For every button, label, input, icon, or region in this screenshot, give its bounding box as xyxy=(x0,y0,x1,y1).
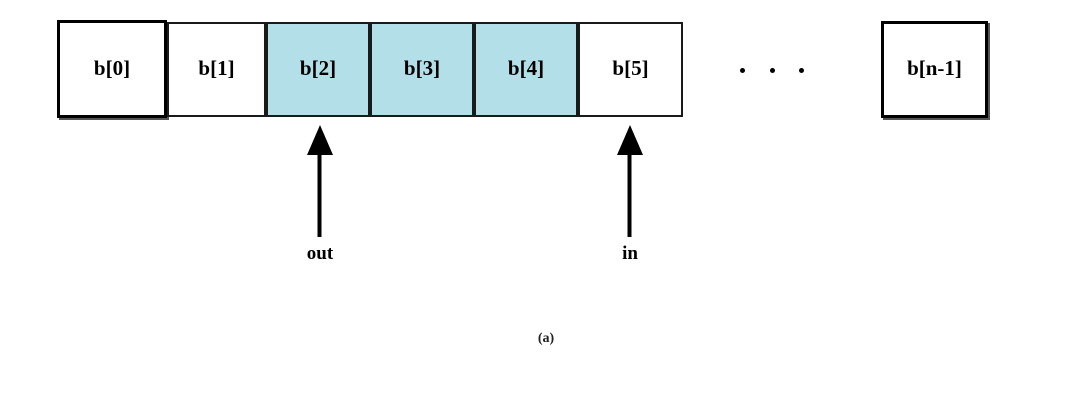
pointer-in-label: in xyxy=(570,244,690,263)
buffer-cell-label: b[n-1] xyxy=(907,56,962,80)
pointer-out-label: out xyxy=(260,244,380,263)
pointer-label-text: out xyxy=(306,243,334,264)
ellipsis-dot xyxy=(769,67,775,73)
ellipsis-dot xyxy=(740,67,745,73)
buffer-ellipsis xyxy=(740,60,804,80)
buffer-cell-2: b[2] xyxy=(266,22,370,117)
buffer-cell-label: b[1] xyxy=(198,56,235,80)
buffer-cell-1: b[1] xyxy=(167,22,266,117)
arrow-up-icon xyxy=(617,125,643,237)
buffer-cell-label: b[2] xyxy=(299,56,337,80)
buffer-cell-label: b[3] xyxy=(403,56,441,80)
figure-caption-text: (a) xyxy=(537,331,555,346)
ellipsis-dot xyxy=(799,67,804,73)
buffer-cell-last: b[n-1] xyxy=(881,21,988,118)
arrow-up-icon xyxy=(307,125,333,237)
buffer-cell-3: b[3] xyxy=(370,22,474,117)
buffer-cell-0: b[0] xyxy=(57,20,167,118)
buffer-cell-5: b[5] xyxy=(578,22,683,117)
pointer-out-arrow xyxy=(300,125,340,237)
buffer-cell-4: b[4] xyxy=(474,22,578,117)
buffer-cell-label: b[4] xyxy=(507,56,545,80)
pointer-in-arrow xyxy=(610,125,650,237)
pointer-label-text: in xyxy=(622,243,638,264)
figure-caption: (a) xyxy=(0,331,1092,347)
buffer-cell-label: b[5] xyxy=(612,56,649,80)
buffer-cell-label: b[0] xyxy=(93,55,131,80)
